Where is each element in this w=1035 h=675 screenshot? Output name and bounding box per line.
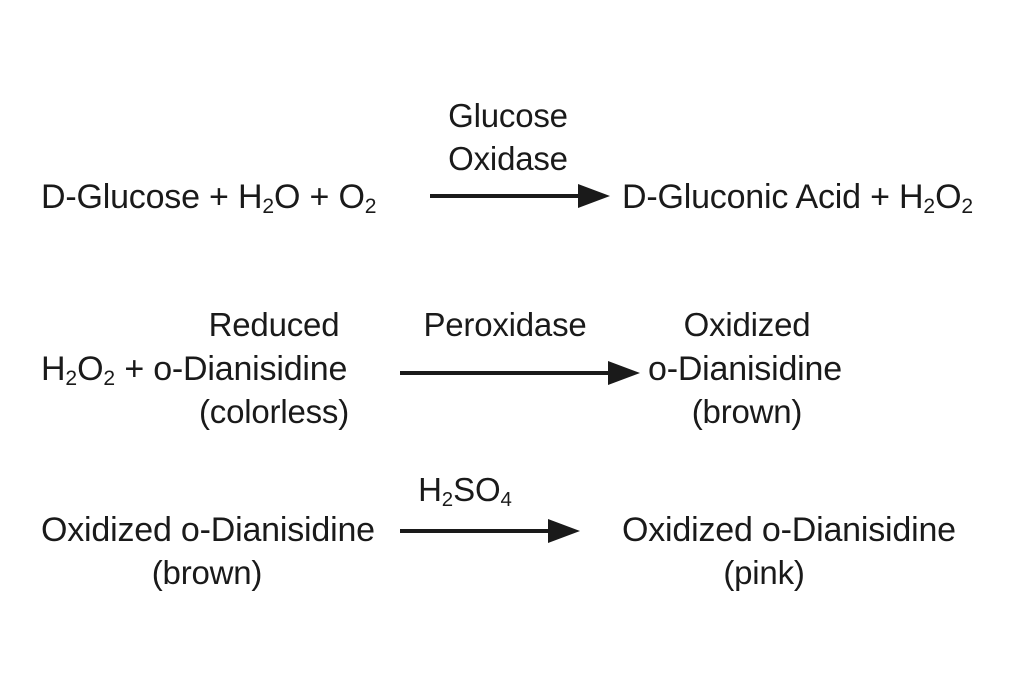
reaction-1-product-text-b: O [935,178,962,216]
reaction-2-reactant-bottom-label: (colorless) [199,393,349,430]
reaction-3-product: Oxidized o-Dianisidine [622,511,956,549]
reaction-1-reactant: D-Glucose + H2O + O2 [41,178,376,217]
reaction-2-reactant-text-c: + o-Dianisidine [115,350,348,388]
reaction-2-reactant-text-a: H [41,350,66,388]
reaction-2-product: o-Dianisidine [648,350,842,388]
reaction-3-reactant: Oxidized o-Dianisidine [41,511,375,549]
reaction-1-reactant-text-a: D-Glucose + H [41,178,263,216]
arrow-shaft [400,529,550,533]
reaction-1-product: D-Gluconic Acid + H2O2 [622,178,973,217]
reaction-1-arrow-icon [430,183,610,209]
reaction-3-reactant-bottom-label: (brown) [151,554,263,591]
reaction-3-product-bottom-label: (pink) [723,554,805,591]
reaction-1-catalyst-line-1: Glucose [448,97,568,134]
reaction-3-catalyst: H2SO4 [418,471,512,509]
arrow-head [578,184,610,208]
reaction-2-catalyst: Peroxidase [423,306,587,343]
reaction-3-catalyst-text-b: SO [453,471,501,508]
arrow-head [608,361,640,385]
reaction-3-catalyst-text-a: H [418,471,442,508]
reaction-2-reactant-sub-2: 2 [103,366,116,390]
reaction-1-product-text-a: D-Gluconic Acid + H [622,178,924,216]
reaction-2-reactant-text-b: O [77,350,104,388]
reaction-2-reactant-sub-1: 2 [65,366,78,390]
reaction-1-reactant-sub-2: 2 [364,194,377,218]
arrow-head [548,519,580,543]
reaction-1-catalyst-line-2: Oxidase [448,140,568,177]
reaction-2-reactant-top-label: Reduced [208,306,340,343]
reaction-2-reactant: H2O2 + o-Dianisidine [41,350,348,389]
arrow-shaft [400,371,610,375]
reaction-1-reactant-text-b: O + O [274,178,365,216]
reaction-1-product-sub-1: 2 [923,194,936,218]
reaction-3-catalyst-sub-1: 2 [441,487,454,511]
reaction-1-reactant-sub-1: 2 [262,194,275,218]
reaction-1-product-sub-2: 2 [961,194,974,218]
arrow-shaft [430,194,580,198]
reaction-3-arrow-icon [400,518,580,544]
reaction-2-arrow-icon [400,360,640,386]
reaction-2-product-top-label: Oxidized [683,306,811,343]
reaction-2-product-bottom-label: (brown) [691,393,803,430]
reaction-3-catalyst-sub-2: 4 [500,487,512,511]
